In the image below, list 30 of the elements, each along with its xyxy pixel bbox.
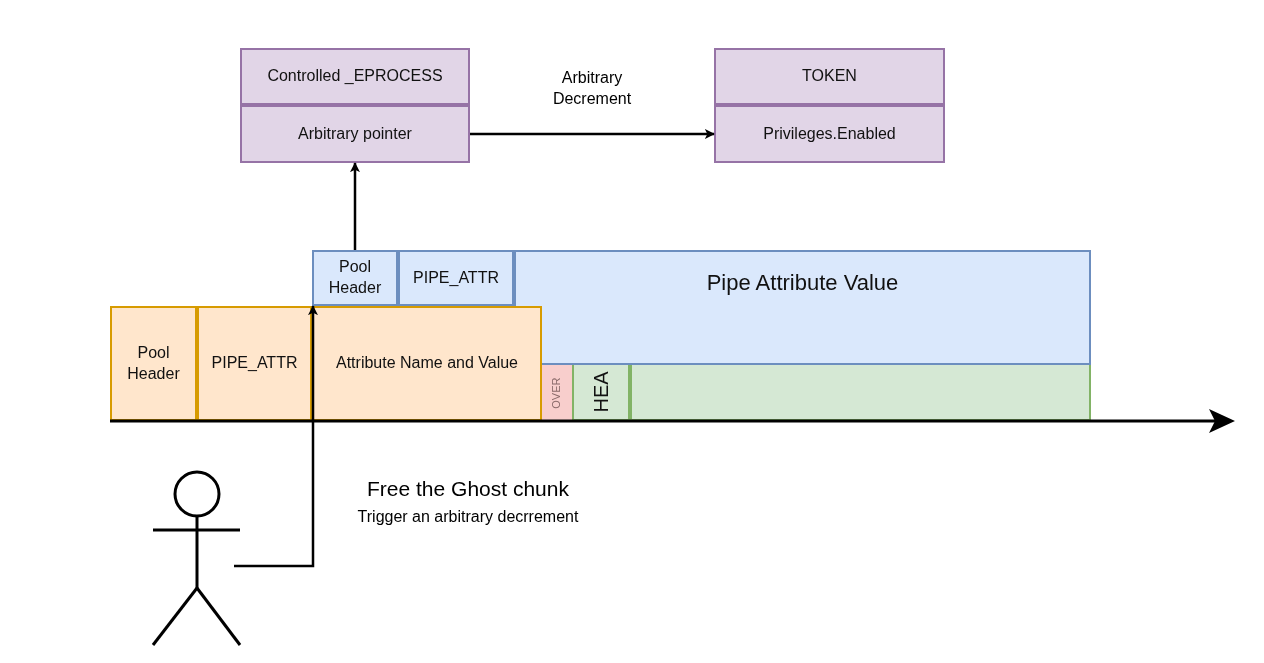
- memory-chunk-cell: [312, 250, 398, 306]
- cell-label: Attribute Name and Value: [336, 353, 518, 374]
- arrow: [350, 162, 360, 250]
- struct-field-box: [714, 48, 945, 105]
- struct-field-box: [714, 105, 945, 163]
- stick-figure: [150, 470, 244, 648]
- memory-chunk-cell: [197, 306, 312, 421]
- arrow: [234, 305, 318, 568]
- cell-label: PIPE_ATTR: [211, 353, 298, 374]
- step-description: Trigger an arbitrary decrrement: [357, 508, 579, 526]
- struct-field-box: [240, 48, 470, 105]
- cell-label: Controlled _EPROCESS: [267, 66, 443, 87]
- cell-label: Pipe Attribute Value: [706, 269, 899, 297]
- struct-field-box: [240, 105, 470, 163]
- memory-chunk-cell: [110, 306, 197, 421]
- cell-label: PIPE_ATTR: [413, 267, 499, 288]
- arrow: [470, 129, 715, 139]
- cell-label: Pool Header: [327, 257, 383, 298]
- memory-chunk-cell: [572, 365, 630, 421]
- cell-label: Pool Header: [126, 342, 181, 384]
- memory-chunk-cell: [542, 365, 572, 421]
- memory-chunk-cell: [312, 306, 542, 421]
- memory-chunk-cell: [398, 250, 514, 306]
- cell-label: Privileges.Enabled: [763, 123, 896, 144]
- memory-chunk-box: [630, 365, 1091, 421]
- cell-label: TOKEN: [802, 66, 857, 87]
- step-title: Free the Ghost chunk: [367, 477, 569, 501]
- cell-label: Arbitrary pointer: [298, 123, 412, 144]
- cell-label: OVER: [549, 377, 564, 409]
- cell-label: HEA: [589, 371, 613, 413]
